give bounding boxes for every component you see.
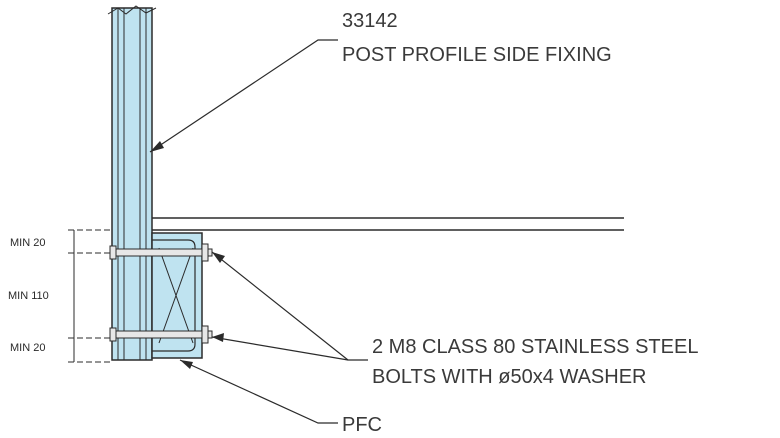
- bolt-bottom: [109, 325, 213, 344]
- bolts-label-line1: 2 M8 CLASS 80 STAINLESS STEEL: [372, 336, 698, 358]
- dim-middle-label: MIN 110: [8, 290, 49, 302]
- post-profile: [107, 5, 157, 361]
- bolts-label-line2: BOLTS WITH ø50x4 WASHER: [372, 366, 646, 388]
- leader-post-profile: [149, 39, 338, 153]
- dim-bottom-label: MIN 20: [10, 342, 45, 354]
- dimension-chain: MIN 20 MIN 110 MIN 20: [8, 229, 110, 363]
- leader-pfc: [179, 359, 338, 424]
- post-profile-label: POST PROFILE SIDE FIXING: [342, 44, 612, 66]
- post-code-label: 33142: [342, 10, 398, 32]
- dim-top-label: MIN 20: [10, 237, 45, 249]
- pfc-label: PFC: [342, 414, 382, 436]
- leader-bolts: [211, 251, 368, 361]
- deck-edge: [152, 217, 624, 231]
